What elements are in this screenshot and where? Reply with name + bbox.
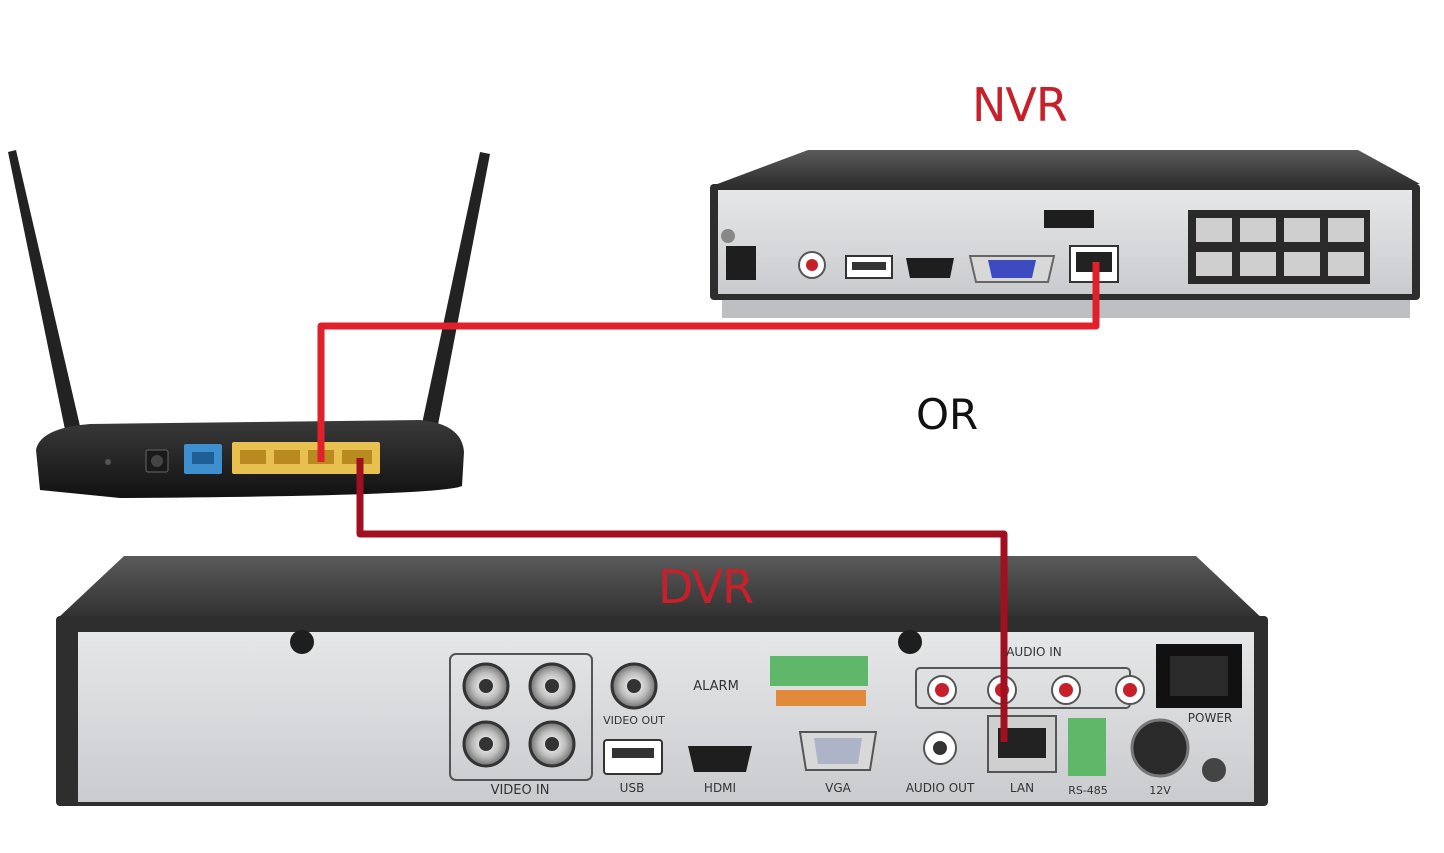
router-reset-hole bbox=[105, 459, 111, 465]
dvr-screw-right bbox=[898, 630, 922, 654]
nvr-power-jack bbox=[726, 246, 756, 280]
nvr-hdmi-port bbox=[906, 258, 954, 278]
cable-router-to-nvr bbox=[317, 262, 1100, 462]
nvr-device bbox=[710, 150, 1420, 318]
dvr-ground-screw bbox=[1202, 758, 1226, 782]
dvr-power-input bbox=[1130, 718, 1190, 778]
dvr-video-in-label: VIDEO IN bbox=[491, 783, 550, 798]
dvr-rs485-block bbox=[1068, 718, 1106, 776]
dvr-back-panel bbox=[78, 632, 1254, 802]
router-lan-port-2 bbox=[274, 450, 300, 464]
dvr-audio-in-rca bbox=[927, 675, 1145, 705]
dvr-video-out-label: VIDEO OUT bbox=[603, 714, 665, 727]
dvr-power-label: POWER bbox=[1188, 711, 1232, 725]
dvr-vga-label: VGA bbox=[825, 781, 852, 795]
nvr-ground-screw bbox=[721, 229, 735, 243]
dvr-lan-label: LAN bbox=[1010, 781, 1034, 795]
dvr-screw-left bbox=[290, 630, 314, 654]
cable-router-to-dvr bbox=[356, 458, 1008, 742]
router-antenna-left bbox=[8, 150, 86, 454]
router-lan-port-4 bbox=[342, 450, 372, 464]
nvr-sata-port bbox=[1044, 210, 1094, 228]
dvr-device bbox=[56, 556, 1268, 806]
dvr-alarm-label: ALARM bbox=[693, 679, 739, 694]
router bbox=[8, 150, 490, 498]
dvr-top-cover bbox=[58, 556, 1266, 622]
dvr-video-in-bnc bbox=[462, 662, 576, 768]
dvr-usb-label: USB bbox=[620, 781, 645, 795]
router-antenna-right bbox=[416, 152, 490, 456]
dvr-rs485-label: RS-485 bbox=[1068, 784, 1108, 797]
dvr-hdmi-label: HDMI bbox=[704, 781, 736, 795]
dvr-audio-out-label: AUDIO OUT bbox=[906, 781, 975, 795]
dvr-alarm-block bbox=[770, 656, 868, 686]
dvr-label: DVR bbox=[658, 560, 754, 614]
dvr-video-in-group bbox=[449, 653, 593, 781]
or-label: OR bbox=[916, 390, 979, 439]
router-lan-port-1 bbox=[240, 450, 266, 464]
dvr-audio-in-label: AUDIO IN bbox=[1006, 645, 1062, 659]
dvr-power-input-label: 12V bbox=[1149, 784, 1171, 797]
dvr-hdmi-port bbox=[688, 746, 752, 772]
nvr-top-cover bbox=[712, 150, 1420, 186]
nvr-label: NVR bbox=[972, 78, 1068, 132]
